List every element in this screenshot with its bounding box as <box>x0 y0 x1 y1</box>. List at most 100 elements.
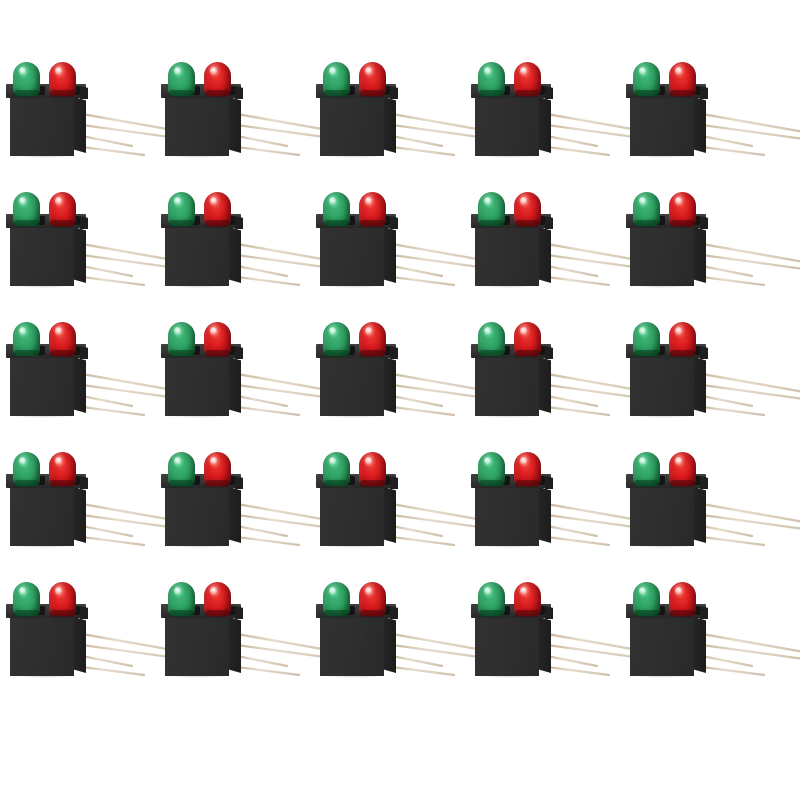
led-indicator-module <box>316 322 496 432</box>
led-specular-highlight <box>484 67 491 75</box>
lead-wires <box>700 106 800 162</box>
housing-top-lip-bevel <box>80 346 88 359</box>
led-specular-highlight <box>639 327 646 335</box>
housing-front-face <box>320 224 384 286</box>
housing-notch <box>656 476 665 485</box>
led-indicator-module <box>471 452 651 562</box>
housing-front-face <box>320 484 384 546</box>
housing-top-lip-bevel <box>235 606 243 619</box>
contact-shadow <box>632 544 694 548</box>
housing-notch <box>694 606 700 615</box>
housing-top-lip-bevel <box>235 476 243 489</box>
led-dome-red <box>204 582 231 617</box>
contact-shadow <box>322 414 384 418</box>
housing-side-face <box>384 357 396 413</box>
housing-side-face <box>539 357 551 413</box>
led-dome-green <box>13 452 40 487</box>
housing-top-lip-bevel <box>545 86 553 99</box>
led-dome-green <box>168 582 195 617</box>
led-dome-base <box>169 350 194 357</box>
led-specular-highlight <box>365 457 372 465</box>
led-dome-green <box>13 582 40 617</box>
housing-top-lip-bevel <box>390 476 398 489</box>
led-dome-base <box>670 610 695 617</box>
led-dome-base <box>324 480 349 487</box>
contact-shadow <box>167 544 229 548</box>
housing-notch <box>656 86 665 95</box>
housing-notch <box>229 216 235 225</box>
led-indicator-module <box>6 192 186 302</box>
led-dome-base <box>634 350 659 357</box>
led-specular-highlight <box>675 197 682 205</box>
led-specular-highlight <box>19 67 26 75</box>
led-specular-highlight <box>329 67 336 75</box>
housing-top-lip-bevel <box>235 86 243 99</box>
led-dome-base <box>360 610 385 617</box>
led-dome-green <box>633 582 660 617</box>
housing-notch <box>539 346 545 355</box>
housing-side-face <box>74 617 86 673</box>
housing-front-face <box>475 354 539 416</box>
led-dome-red <box>49 62 76 97</box>
led-specular-highlight <box>19 327 26 335</box>
led-dome-base <box>360 220 385 227</box>
housing-notch <box>191 476 200 485</box>
led-specular-highlight <box>19 457 26 465</box>
housing-side-face <box>694 227 706 283</box>
led-dome-base <box>324 90 349 97</box>
led-indicator-module <box>626 192 800 302</box>
led-dome-red <box>514 452 541 487</box>
housing-front-face <box>320 94 384 156</box>
led-specular-highlight <box>675 457 682 465</box>
housing-notch <box>74 216 80 225</box>
contact-shadow <box>12 414 74 418</box>
led-indicator-module <box>6 452 186 562</box>
led-specular-highlight <box>365 327 372 335</box>
led-dome-base <box>360 350 385 357</box>
housing-notch <box>384 86 390 95</box>
led-dome-green <box>168 452 195 487</box>
led-specular-highlight <box>365 587 372 595</box>
housing-front-face <box>320 614 384 676</box>
contact-shadow <box>632 414 694 418</box>
housing-side-face <box>74 357 86 413</box>
led-dome-red <box>514 62 541 97</box>
housing-notch <box>229 346 235 355</box>
lead-wires <box>700 626 800 682</box>
led-indicator-module <box>6 322 186 432</box>
led-dome-base <box>515 610 540 617</box>
led-indicator-module <box>161 582 341 692</box>
housing-notch <box>36 476 45 485</box>
led-dome-green <box>323 322 350 357</box>
led-specular-highlight <box>210 67 217 75</box>
housing-front-face <box>10 94 74 156</box>
housing-side-face <box>539 617 551 673</box>
led-dome-red <box>49 582 76 617</box>
led-specular-highlight <box>639 587 646 595</box>
led-indicator-module <box>161 452 341 562</box>
contact-shadow <box>322 284 384 288</box>
led-specular-highlight <box>329 327 336 335</box>
led-dome-base <box>515 220 540 227</box>
led-dome-base <box>14 220 39 227</box>
led-dome-red <box>359 582 386 617</box>
housing-front-face <box>10 484 74 546</box>
housing-front-face <box>10 614 74 676</box>
led-dome-green <box>633 192 660 227</box>
led-dome-green <box>633 62 660 97</box>
contact-shadow <box>322 674 384 678</box>
housing-side-face <box>539 487 551 543</box>
led-specular-highlight <box>520 197 527 205</box>
contact-shadow <box>477 284 539 288</box>
led-indicator-module <box>316 192 496 302</box>
contact-shadow <box>477 414 539 418</box>
housing-notch <box>501 216 510 225</box>
housing-front-face <box>475 94 539 156</box>
housing-notch <box>36 606 45 615</box>
led-dome-green <box>323 582 350 617</box>
led-dome-red <box>359 452 386 487</box>
led-dome-base <box>169 610 194 617</box>
led-dome-red <box>669 62 696 97</box>
led-dome-green <box>478 322 505 357</box>
